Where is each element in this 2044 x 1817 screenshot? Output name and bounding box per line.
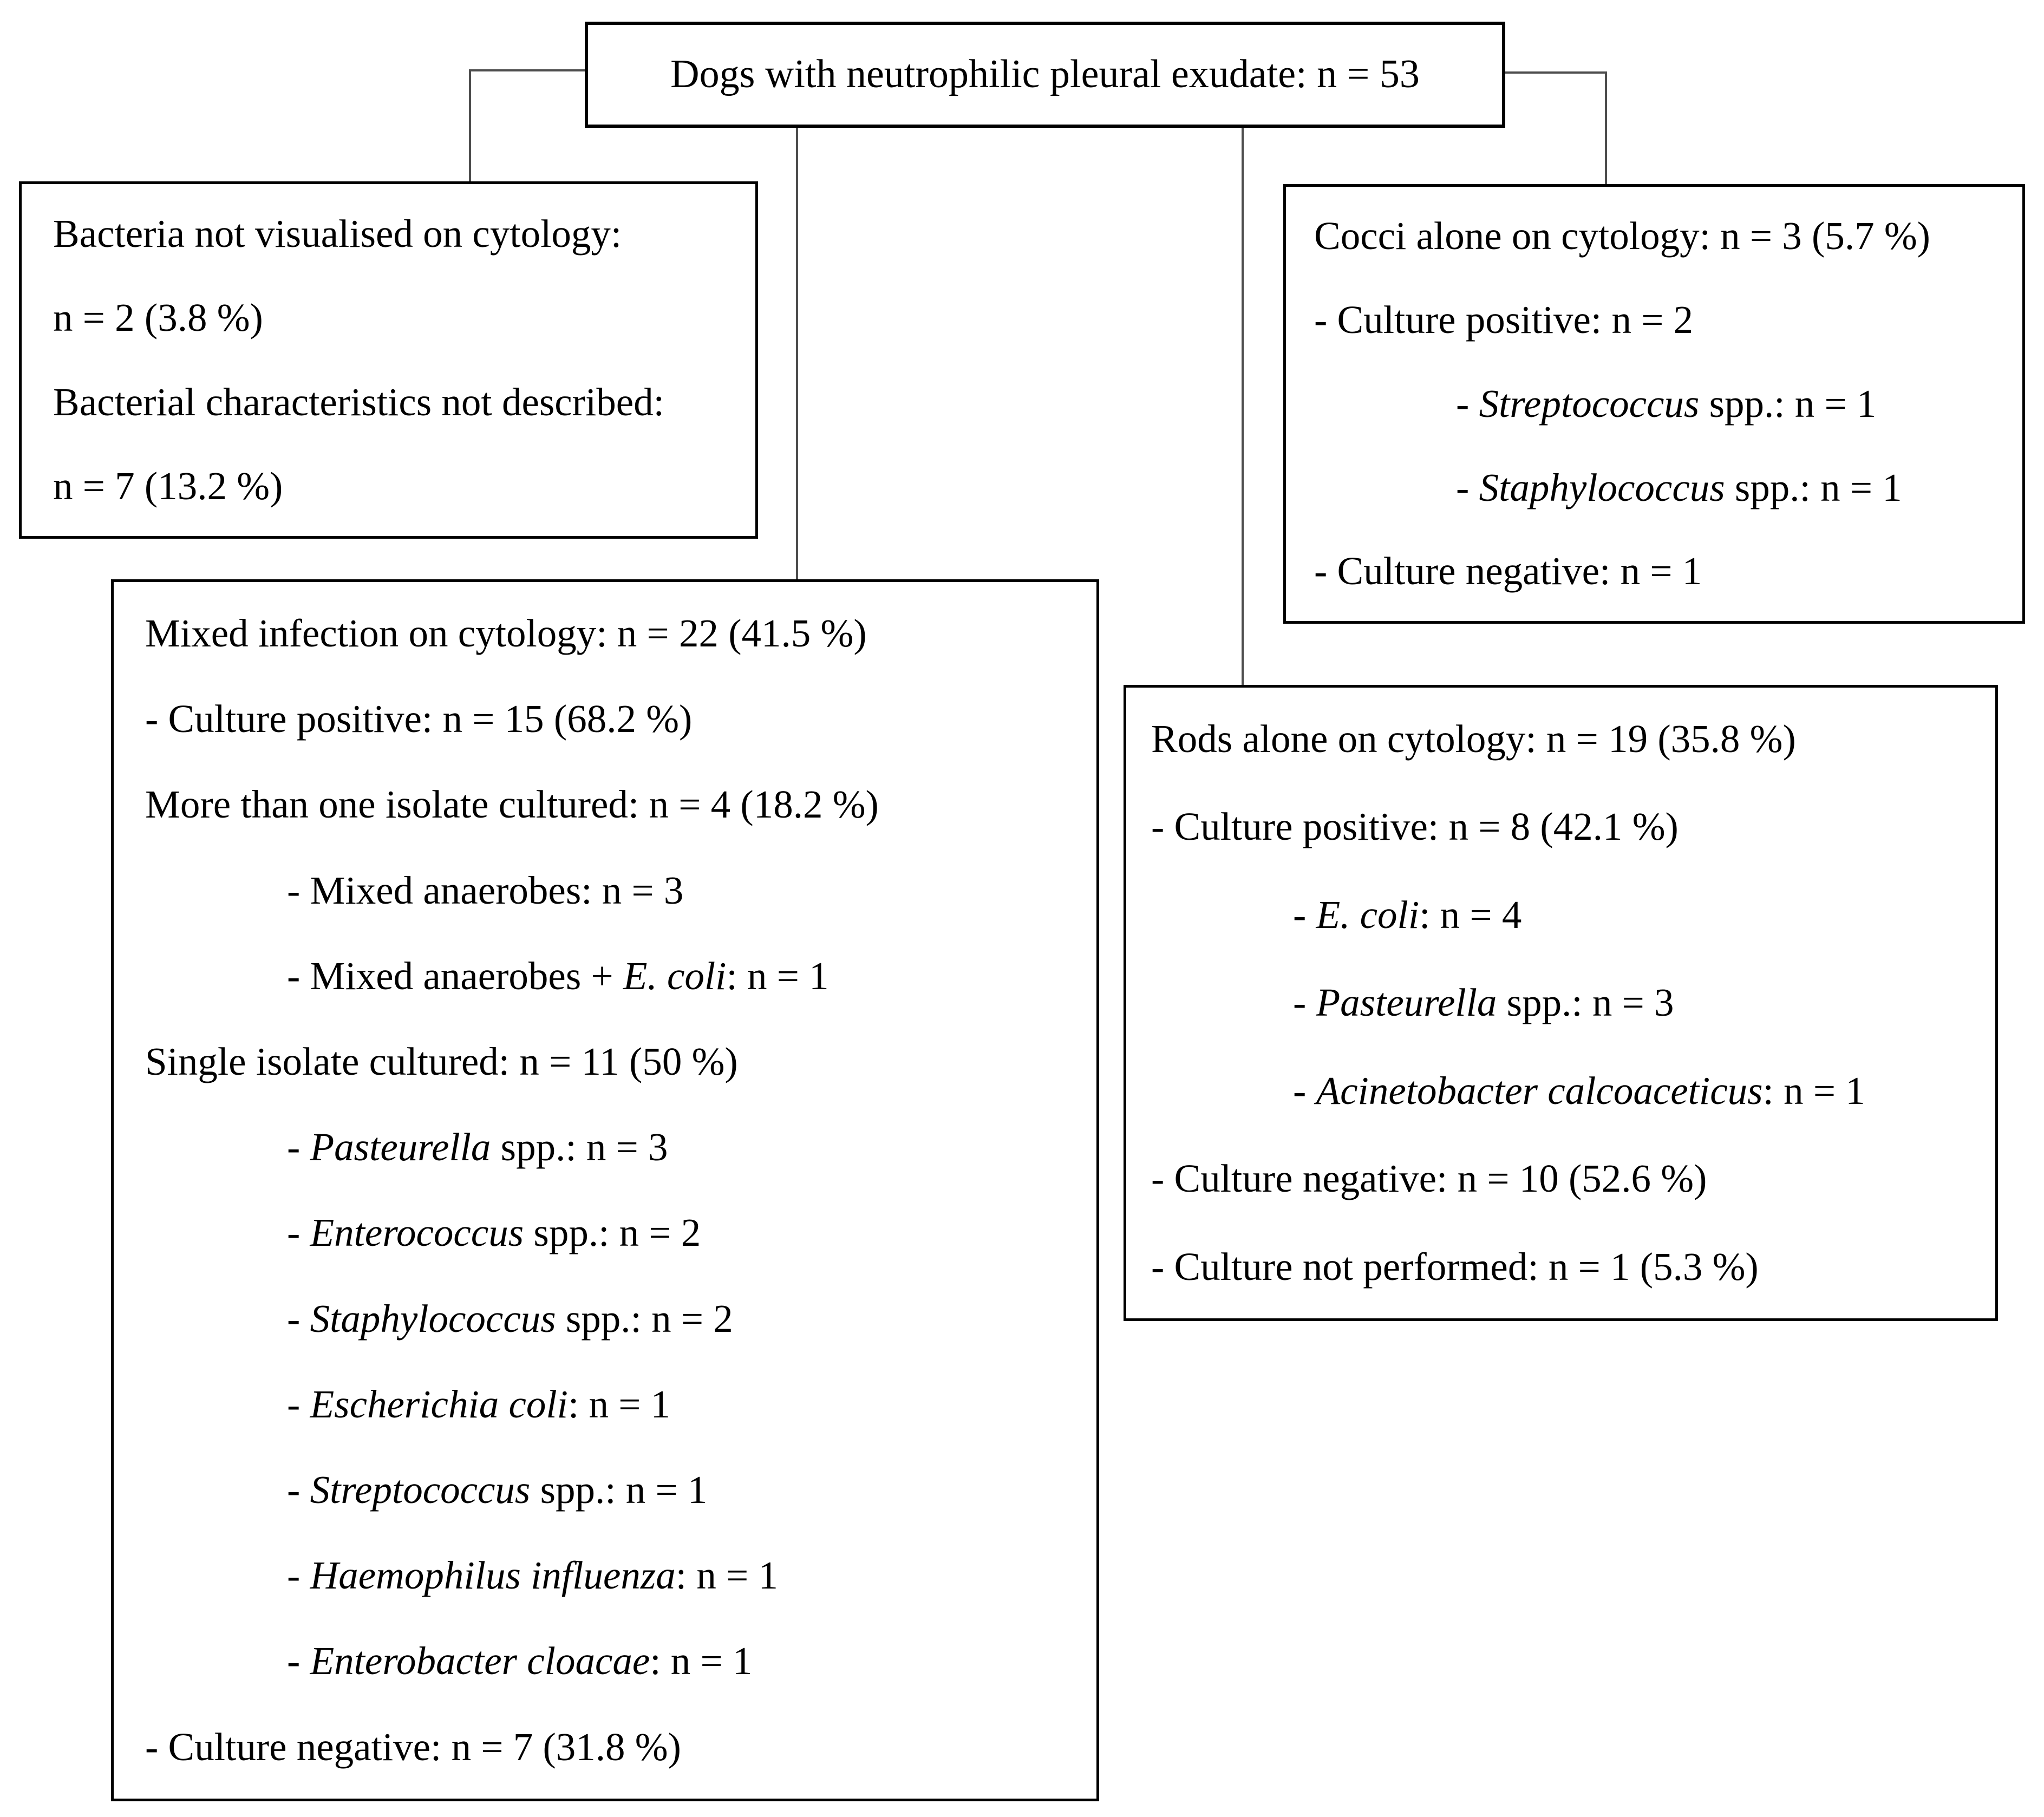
flow-line: - Staphylococcus spp.: n = 1 <box>1314 466 2017 509</box>
box-cocci-alone-on-cytology: Cocci alone on cytology: n = 3 (5.7 %) - … <box>1283 184 2025 624</box>
species-name-italic: Acinetobacter calcoaceticus <box>1316 1068 1763 1113</box>
line-text: - <box>287 1467 310 1512</box>
connector-root-to-notvisualised-vertical <box>469 69 471 183</box>
line-text: : n = 1 <box>675 1553 778 1598</box>
line-text: : n = 1 <box>650 1639 753 1683</box>
flow-line: - Escherichia coli: n = 1 <box>145 1382 1091 1426</box>
flow-line: - Culture negative: n = 7 (31.8 %) <box>145 1724 1091 1769</box>
line-text: - Culture positive: n = 2 <box>1314 298 1694 342</box>
connector-root-to-mixed-vertical <box>796 127 798 580</box>
species-name-italic: Pasteurella <box>1316 981 1497 1025</box>
flow-line: n = 2 (3.8 %) <box>53 296 750 339</box>
species-name-italic: Escherichia coli <box>310 1382 568 1426</box>
flow-line: - Acinetobacter calcoaceticus: n = 1 <box>1151 1069 1990 1113</box>
flow-line: - Culture positive: n = 15 (68.2 %) <box>145 697 1091 741</box>
flow-line: Mixed infection on cytology: n = 22 (41.… <box>145 611 1091 655</box>
connector-root-to-notvisualised-horizontal <box>469 69 586 71</box>
flow-line: Cocci alone on cytology: n = 3 (5.7 %) <box>1314 214 2017 258</box>
flow-line: - Pasteurella spp.: n = 3 <box>1151 981 1990 1024</box>
line-text: n = 7 (13.2 %) <box>53 464 283 508</box>
line-text: spp.: n = 1 <box>1699 381 1877 426</box>
flow-line: - Mixed anaerobes: n = 3 <box>145 868 1091 912</box>
box-mixed-infection-on-cytology: Mixed infection on cytology: n = 22 (41.… <box>111 579 1099 1801</box>
line-text: : n = 4 <box>1419 892 1522 937</box>
line-text: - Culture not performed: n = 1 (5.3 %) <box>1151 1244 1759 1289</box>
line-text: - <box>287 1296 310 1341</box>
line-text: : n = 1 <box>1762 1068 1865 1113</box>
flow-line: - Enterobacter cloacae: n = 1 <box>145 1639 1091 1683</box>
line-text: - <box>287 1382 310 1426</box>
species-name-italic: Streptococcus <box>310 1467 531 1512</box>
flow-line: - Culture negative: n = 1 <box>1314 550 2017 593</box>
line-text: Rods alone on cytology: n = 19 (35.8 %) <box>1151 717 1796 761</box>
species-name-italic: Haemophilus influenza <box>310 1553 676 1598</box>
flow-line: - Culture not performed: n = 1 (5.3 %) <box>1151 1245 1990 1289</box>
species-name-italic: Streptococcus <box>1479 381 1700 426</box>
line-text: spp.: n = 2 <box>556 1296 733 1341</box>
line-text: - Mixed anaerobes + <box>287 953 623 998</box>
flow-line: - Mixed anaerobes + E. coli: n = 1 <box>145 953 1091 998</box>
connector-root-to-cocci-horizontal <box>1504 71 1607 74</box>
line-text: Bacterial characteristics not described: <box>53 380 664 424</box>
line-text: - <box>1293 1068 1316 1113</box>
line-text: : n = 1 <box>567 1382 671 1426</box>
flow-line: More than one isolate cultured: n = 4 (1… <box>145 783 1091 826</box>
flow-line: - Haemophilus influenza: n = 1 <box>145 1554 1091 1597</box>
flow-line: - E. coli: n = 4 <box>1151 893 1990 937</box>
line-text: - <box>1456 381 1479 426</box>
species-name-italic: E. coli <box>623 953 727 998</box>
line-text: - Culture positive: n = 8 (42.1 %) <box>1151 805 1679 849</box>
flow-line: - Culture negative: n = 10 (52.6 %) <box>1151 1157 1990 1200</box>
line-text: - <box>287 1553 310 1598</box>
line-text: - Culture negative: n = 10 (52.6 %) <box>1151 1156 1707 1201</box>
line-text: - <box>287 1125 310 1169</box>
box-root-dogs-neutrophilic-pleural-exudate: Dogs with neutrophilic pleural exudate: … <box>585 22 1505 128</box>
flow-line: - Culture positive: n = 8 (42.1 %) <box>1151 805 1990 848</box>
flow-line: n = 7 (13.2 %) <box>53 464 750 508</box>
line-text: : n = 1 <box>726 953 829 998</box>
line-text: n = 2 (3.8 %) <box>53 296 263 340</box>
flow-line: Bacteria not visualised on cytology: <box>53 212 750 256</box>
species-name-italic: Staphylococcus <box>310 1296 556 1341</box>
line-text: More than one isolate cultured: n = 4 (1… <box>145 782 879 827</box>
flow-line: Bacterial characteristics not described: <box>53 380 750 424</box>
flow-line: Rods alone on cytology: n = 19 (35.8 %) <box>1151 717 1990 761</box>
line-text: - Culture negative: n = 7 (31.8 %) <box>145 1724 681 1769</box>
flow-line: - Streptococcus spp.: n = 1 <box>145 1468 1091 1512</box>
root-box-label: Dogs with neutrophilic pleural exudate: … <box>670 52 1420 97</box>
flow-line: - Culture positive: n = 2 <box>1314 298 2017 342</box>
line-text: Mixed infection on cytology: n = 22 (41.… <box>145 611 867 655</box>
line-text: Single isolate cultured: n = 11 (50 %) <box>145 1039 738 1083</box>
line-text: spp.: n = 3 <box>1497 981 1674 1025</box>
line-text: - <box>287 1211 310 1255</box>
box-rods-alone-on-cytology: Rods alone on cytology: n = 19 (35.8 %) -… <box>1124 685 1998 1321</box>
line-text: - Culture negative: n = 1 <box>1314 549 1702 593</box>
species-name-italic: Pasteurella <box>310 1125 491 1169</box>
species-name-italic: Enterococcus <box>310 1211 524 1255</box>
line-text: - Culture positive: n = 15 (68.2 %) <box>145 697 693 741</box>
line-text: spp.: n = 1 <box>530 1467 708 1512</box>
line-text: - Mixed anaerobes: n = 3 <box>287 868 684 912</box>
line-text: - <box>1456 465 1479 509</box>
line-text: spp.: n = 2 <box>524 1211 701 1255</box>
line-text: spp.: n = 1 <box>1725 465 1902 509</box>
flow-line: - Staphylococcus spp.: n = 2 <box>145 1297 1091 1341</box>
line-text: - <box>1293 892 1316 937</box>
connector-root-to-cocci-vertical <box>1605 71 1607 186</box>
connector-root-to-rods-vertical <box>1242 127 1244 686</box>
flow-line: - Enterococcus spp.: n = 2 <box>145 1211 1091 1254</box>
flow-line: - Pasteurella spp.: n = 3 <box>145 1126 1091 1169</box>
flow-line: Single isolate cultured: n = 11 (50 %) <box>145 1040 1091 1083</box>
flow-line: - Streptococcus spp.: n = 1 <box>1314 382 2017 426</box>
species-name-italic: Enterobacter cloacae <box>310 1639 650 1683</box>
line-text: spp.: n = 3 <box>491 1125 668 1169</box>
line-text: Bacteria not visualised on cytology: <box>53 211 622 256</box>
species-name-italic: Staphylococcus <box>1479 465 1725 509</box>
line-text: - <box>1293 981 1316 1025</box>
box-bacteria-not-visualised: Bacteria not visualised on cytology: n = … <box>19 181 758 539</box>
line-text: - <box>287 1639 310 1683</box>
line-text: Cocci alone on cytology: n = 3 (5.7 %) <box>1314 214 1930 258</box>
species-name-italic: E. coli <box>1316 892 1420 937</box>
